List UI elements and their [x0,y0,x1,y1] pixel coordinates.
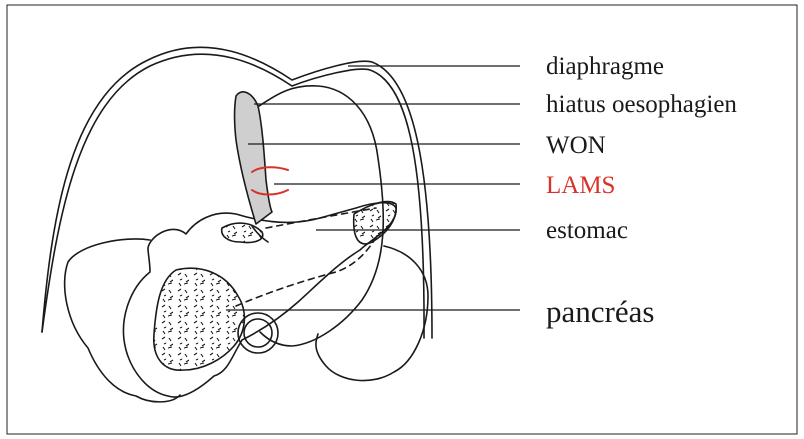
label-estomac: estomac [546,217,628,244]
pancreas-speckle-upper [222,223,263,242]
figure-frame [7,5,797,434]
label-diaphragme: diaphragme [546,53,664,80]
won-collection [235,92,273,224]
right-loop-outline [316,246,428,381]
label-pancreas: pancréas [546,294,654,329]
pancreas-speckle-right [354,202,397,244]
label-won: WON [546,132,606,159]
pancreas-speckle-left [154,268,245,370]
label-lams: LAMS [546,172,615,199]
label-hiatus: hiatus oesophagien [546,91,737,118]
